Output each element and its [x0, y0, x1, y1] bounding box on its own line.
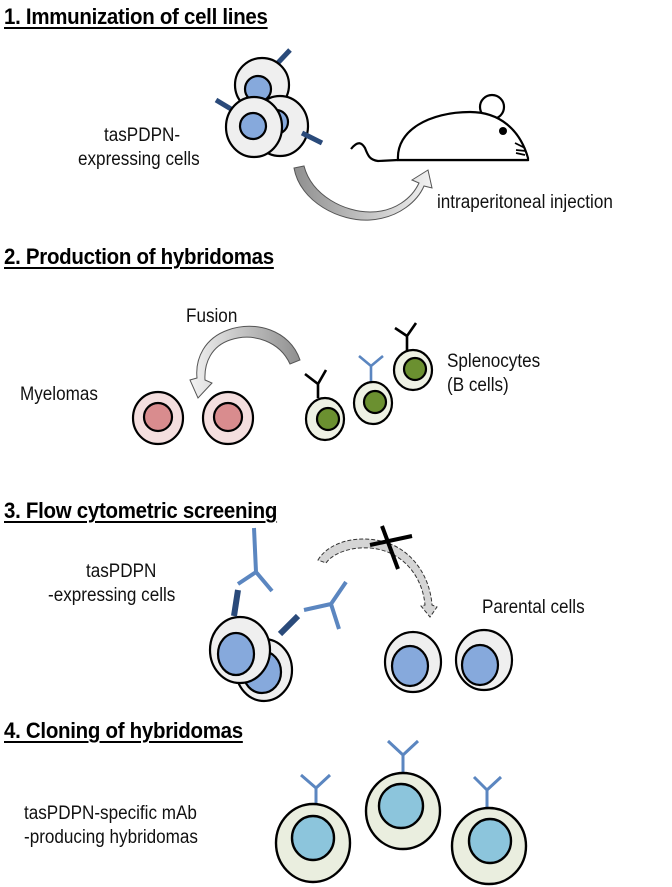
section-3-heading: 3. Flow cytometric screening [4, 498, 278, 523]
mouse-eye [499, 127, 507, 135]
antigen-marker [231, 589, 241, 617]
cell-nucleus [238, 111, 268, 141]
label-taspdpn-cells-3a: tasPDPN [86, 561, 157, 582]
taspdpn-cell-cluster-1 [214, 48, 324, 159]
label-splenocytes: Splenocytes [447, 351, 541, 372]
cell-nucleus [216, 631, 256, 677]
antibody-icon [304, 369, 328, 398]
label-taspdpn-cells-3b: -expressing cells [48, 585, 176, 606]
hybridoma-cell [274, 773, 352, 884]
cross-mark [369, 534, 413, 547]
antibody-icon [300, 773, 332, 805]
antibody-icon [303, 580, 348, 630]
mouse-icon [350, 93, 530, 163]
antibody-icon [472, 775, 503, 807]
section-1-heading: 1. Immunization of cell lines [4, 4, 268, 29]
parental-cell [454, 628, 514, 692]
label-taspdpn-cells-1b: expressing cells [78, 149, 200, 170]
label-parental-cells: Parental cells [482, 597, 585, 618]
label-intraperitoneal-injection: intraperitoneal injection [437, 192, 613, 213]
label-fusion: Fusion [186, 306, 238, 327]
taspdpn-cell-cluster-3 [208, 589, 301, 703]
antigen-marker [300, 130, 324, 146]
injection-arrow [293, 165, 433, 221]
myeloma-cell [131, 390, 185, 446]
cross-mark [380, 525, 400, 570]
hybridoma-cell [450, 775, 528, 886]
section-2-heading: 2. Production of hybridomas [4, 244, 274, 269]
label-myelomas: Myelomas [20, 384, 98, 405]
antibody-icon [236, 527, 274, 593]
b-cell [352, 355, 394, 426]
label-hybridomas-a: tasPDPN-specific mAb [24, 803, 197, 824]
b-cell [392, 322, 434, 392]
antibody-icon [394, 322, 418, 353]
section-4-heading: 4. Cloning of hybridomas [4, 718, 243, 743]
fusion-arrow [189, 325, 301, 399]
antibody-icon [358, 355, 384, 384]
label-taspdpn-cells-1a: tasPDPN- [104, 125, 181, 146]
hybridoma-cell [364, 739, 442, 851]
myeloma-cell [201, 390, 255, 446]
blocked-binding-arrow [317, 525, 438, 618]
b-cell [304, 369, 346, 442]
antibody-icon [386, 739, 420, 772]
label-b-cells: (B cells) [447, 375, 509, 396]
antigen-marker [277, 613, 301, 637]
label-hybridomas-b: -producing hybridomas [24, 827, 198, 848]
parental-cell [383, 630, 443, 694]
